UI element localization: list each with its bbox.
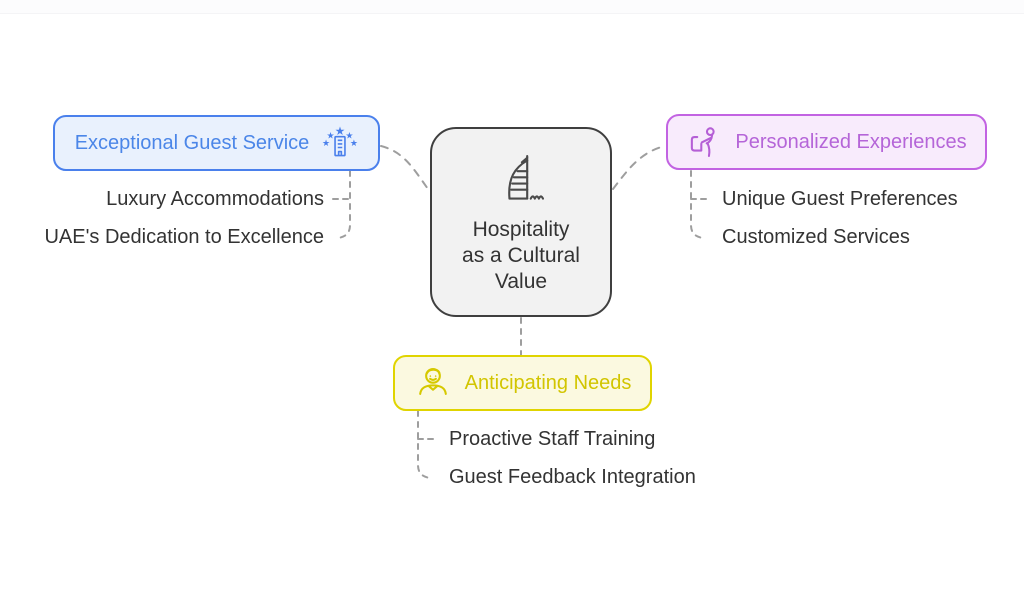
svg-text:★: ★ xyxy=(322,139,330,149)
hotel-stars-icon: ★ ★ ★ ★ ★ xyxy=(322,125,358,161)
subitem-customized-services: Customized Services xyxy=(722,226,910,248)
concierge-chair-icon xyxy=(686,124,722,160)
subitem-unique-guest-preferences: Unique Guest Preferences xyxy=(722,188,958,210)
central-node-hospitality: Hospitality as a Cultural Value xyxy=(430,127,612,317)
burj-al-arab-icon xyxy=(490,149,552,211)
central-node-line1: Hospitality xyxy=(472,218,570,241)
central-node-line2: as a Cultural xyxy=(462,244,580,267)
subitem-luxury-accommodations: Luxury Accommodations xyxy=(106,188,324,210)
branch-personalized-experiences: Personalized Experiences xyxy=(666,114,987,170)
svg-text:★: ★ xyxy=(327,132,335,142)
branch-label-personalized-experiences: Personalized Experiences xyxy=(735,130,967,153)
top-strip xyxy=(0,0,1024,14)
central-node-line3: Value xyxy=(494,270,548,293)
subitem-proactive-staff-training: Proactive Staff Training xyxy=(449,428,656,450)
subitem-guest-feedback-integration: Guest Feedback Integration xyxy=(449,466,696,488)
branch-label-anticipating-needs: Anticipating Needs xyxy=(464,371,632,394)
svg-text:★: ★ xyxy=(346,132,354,142)
branch-exceptional-guest-service: Exceptional Guest Service ★ ★ ★ ★ ★ xyxy=(53,115,380,171)
subitem-uae-dedication: UAE's Dedication to Excellence xyxy=(44,226,324,248)
svg-text:★: ★ xyxy=(335,125,345,138)
staff-person-icon xyxy=(414,364,452,402)
svg-text:★: ★ xyxy=(350,139,358,149)
branch-label-exceptional-guest-service: Exceptional Guest Service xyxy=(74,131,310,154)
branch-anticipating-needs: Anticipating Needs xyxy=(393,355,652,411)
